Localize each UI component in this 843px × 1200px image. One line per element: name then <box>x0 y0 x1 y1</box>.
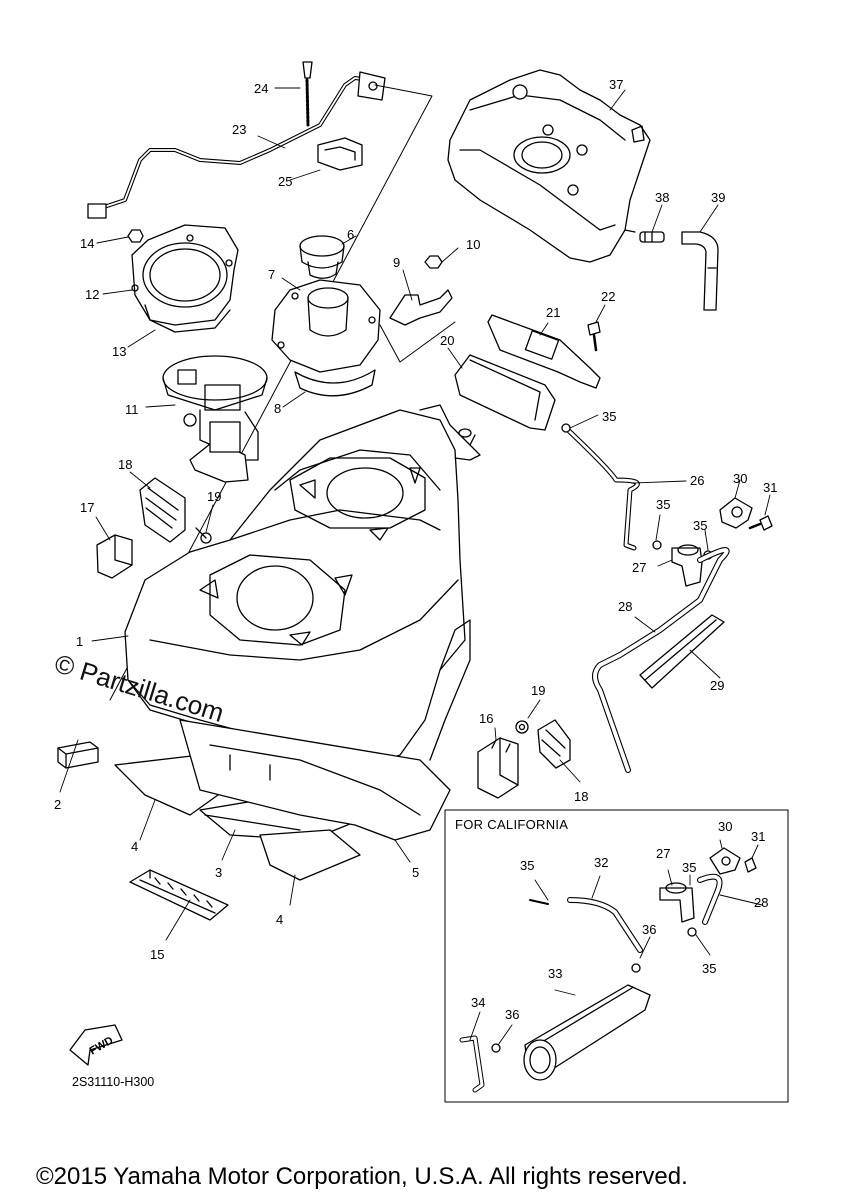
callout-39: 39 <box>711 190 726 205</box>
callout-10: 10 <box>466 237 481 252</box>
copyright-notice: ©2015 Yamaha Motor Corporation, U.S.A. A… <box>36 1163 688 1190</box>
callout-13: 13 <box>112 344 127 359</box>
callout-3: 3 <box>215 865 223 880</box>
callout-12: 12 <box>85 287 100 302</box>
callout-7: 7 <box>268 267 276 282</box>
part-35-clip <box>652 540 662 550</box>
callout-21: 21 <box>546 305 561 320</box>
part-31-bolt <box>748 515 773 531</box>
part-11-fuel-pump <box>162 355 268 483</box>
callout-30: 30 <box>718 819 733 834</box>
part-20-bracket <box>454 354 556 431</box>
callout-37: 37 <box>609 77 624 92</box>
part-5-cover <box>179 719 451 841</box>
callout-32: 32 <box>594 855 609 870</box>
callout-25: 25 <box>278 174 293 189</box>
callout-5: 5 <box>412 865 420 880</box>
callout-11: 11 <box>125 402 139 417</box>
california-box-title: FOR CALIFORNIA <box>455 817 569 832</box>
callout-35: 35 <box>520 858 535 873</box>
callout-23: 23 <box>232 122 247 137</box>
callout-26: 26 <box>690 473 705 488</box>
part-9-bracket <box>389 289 453 326</box>
callout-30: 30 <box>733 471 748 486</box>
callout-35: 35 <box>682 860 697 875</box>
part-25-holder <box>317 137 363 171</box>
leader-lines <box>59 87 771 941</box>
part-28-hose <box>592 547 730 773</box>
callout-16: 16 <box>479 711 494 726</box>
leader-line <box>109 84 433 701</box>
callout-38: 38 <box>655 190 670 205</box>
callout-8: 8 <box>274 401 282 416</box>
part-17-damper <box>96 534 133 579</box>
callout-35: 35 <box>693 518 708 533</box>
part-38-fitting <box>639 231 665 243</box>
callout-35: 35 <box>656 497 671 512</box>
part-35-clip <box>561 423 571 433</box>
callout-4: 4 <box>276 912 284 927</box>
part-8-gasket <box>294 369 376 397</box>
callout-36: 36 <box>642 922 657 937</box>
california-box <box>444 809 789 1103</box>
callout-9: 9 <box>393 255 401 270</box>
part-7-filler-neck <box>271 279 381 373</box>
callout-28: 28 <box>754 895 769 910</box>
callout-29: 29 <box>710 678 725 693</box>
callout-1: 1 <box>76 634 84 649</box>
california-parts <box>459 839 763 1093</box>
part-18-damper <box>139 477 186 543</box>
part-2-pad <box>57 741 99 769</box>
callout-22: 22 <box>601 289 616 304</box>
callout-14: 14 <box>80 236 95 251</box>
callout-27: 27 <box>632 560 647 575</box>
callout-35: 35 <box>602 409 617 424</box>
callout-31: 31 <box>763 480 778 495</box>
fwd-arrow-icon <box>69 1024 123 1066</box>
callout-20: 20 <box>440 333 455 348</box>
drawing-code: 2S31110-H300 <box>72 1075 155 1089</box>
callout-15: 15 <box>150 947 165 962</box>
part-23-wire-harness <box>87 71 386 219</box>
part-14-nut <box>127 229 144 243</box>
part-30-clamp <box>719 497 753 529</box>
callout-18: 18 <box>574 789 589 804</box>
callout-18: 18 <box>118 457 133 472</box>
part-19-screw-lower <box>515 720 529 734</box>
part-10-nut <box>424 255 443 269</box>
callout-24: 24 <box>254 81 269 96</box>
callout-36: 36 <box>505 1007 520 1022</box>
part-12-fuel-pump-flange <box>131 224 239 333</box>
part-18-damper-lower <box>537 719 571 769</box>
part-26-breather-hose <box>565 427 640 551</box>
callout-28: 28 <box>618 599 633 614</box>
callout-35: 35 <box>702 961 717 976</box>
callout-6: 6 <box>347 227 355 242</box>
part-27-valve <box>671 544 703 587</box>
part-15-pad <box>129 869 229 921</box>
part-19-screw <box>195 527 212 544</box>
part-4-protector-2 <box>259 829 361 881</box>
part-6-cap <box>299 235 345 279</box>
callout-19: 19 <box>207 489 222 504</box>
callout-27: 27 <box>656 846 671 861</box>
part-21-plate <box>487 314 601 389</box>
callout-17: 17 <box>80 500 95 515</box>
part-22-bolt <box>587 321 601 352</box>
part-39-hose <box>681 231 719 311</box>
callout-33: 33 <box>548 966 563 981</box>
part-16-damper <box>477 737 519 799</box>
callout-31: 31 <box>751 829 766 844</box>
callout-19: 19 <box>531 683 546 698</box>
callout-4: 4 <box>131 839 139 854</box>
callout-34: 34 <box>471 995 486 1010</box>
part-37-tank-cover <box>447 69 651 263</box>
part-29-protector <box>639 614 725 689</box>
callout-2: 2 <box>54 797 62 812</box>
part-24-cable-tie <box>302 61 313 127</box>
